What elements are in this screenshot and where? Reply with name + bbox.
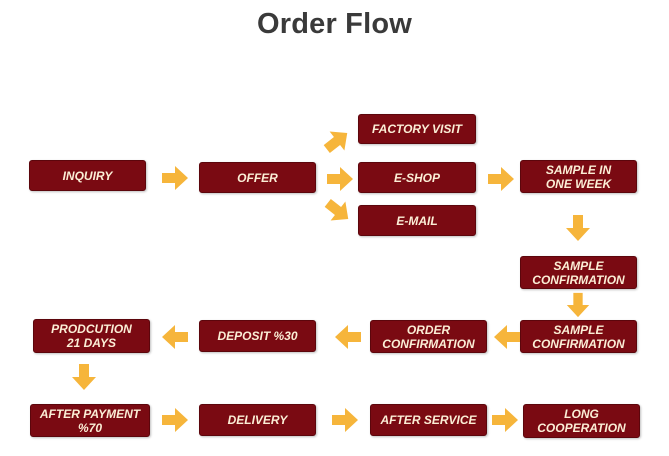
step-sample-confirmation-2: SAMPLE CONFIRMATION [520,320,637,353]
step-delivery-label: DELIVERY [227,413,288,427]
step-after-service-label: AFTER SERVICE [380,413,477,427]
step-after-service: AFTER SERVICE [370,404,487,436]
step-inquiry-label: INQUIRY [62,168,113,183]
step-deposit: DEPOSIT %30 [199,320,316,352]
step-long-cooperation: LONG COOPERATION [523,404,640,438]
arrow-after-service-to-long-cooperation-icon [490,405,520,435]
arrow-after-payment-to-delivery-icon [160,405,190,435]
step-long-cooperation-label: LONG COOPERATION [537,407,626,435]
step-delivery: DELIVERY [199,404,316,436]
arrow-inquiry-to-offer-icon [160,163,190,193]
arrow-sample-confirmation-to-sample-confirmation-icon [564,290,592,320]
step-sample-one-week: SAMPLE IN ONE WEEK [520,160,637,193]
diagram-title: Order Flow [256,8,413,40]
step-eshop: E-SHOP [358,162,476,193]
arrow-offer-to-email-icon [317,190,359,232]
arrow-offer-to-eshop-icon [325,164,355,194]
step-order-confirmation-label: ORDER CONFIRMATION [382,322,475,351]
step-factory-visit-label: FACTORY VISIT [371,122,463,136]
arrow-sample-one-week-to-sample-confirmation-icon [563,213,593,243]
step-order-confirmation: ORDER CONFIRMATION [370,320,487,353]
step-production: PRODCUTION 21 DAYS [33,319,150,353]
step-sample-one-week-label: SAMPLE IN ONE WEEK [545,162,612,191]
step-email: E-MAIL [358,205,476,236]
step-sample-confirmation-2-label: SAMPLE CONFIRMATION [532,322,625,351]
arrow-delivery-to-after-service-icon [330,405,360,435]
step-after-payment: AFTER PAYMENT %70 [30,404,150,437]
arrow-eshop-to-sample-one-week-icon [486,164,516,194]
step-sample-confirmation-1: SAMPLE CONFIRMATION [520,256,637,289]
step-email-label: E-MAIL [396,213,438,228]
arrow-order-confirmation-to-deposit-icon [333,322,363,352]
arrow-production-to-after-payment-icon [69,362,99,392]
step-offer-label: OFFER [237,170,278,185]
arrow-offer-to-factory-visit-icon [316,120,358,162]
step-offer: OFFER [199,162,316,193]
step-eshop-label: E-SHOP [393,170,440,185]
step-sample-confirmation-1-label: SAMPLE CONFIRMATION [532,258,625,287]
step-inquiry: INQUIRY [29,160,146,191]
step-production-label: PRODCUTION 21 DAYS [51,322,132,350]
step-deposit-label: DEPOSIT %30 [217,329,298,343]
arrow-deposit-to-production-icon [160,322,190,352]
step-factory-visit: FACTORY VISIT [358,114,476,144]
step-after-payment-label: AFTER PAYMENT %70 [39,406,141,435]
arrow-sample-confirmation-to-order-confirmation-icon [492,322,522,352]
